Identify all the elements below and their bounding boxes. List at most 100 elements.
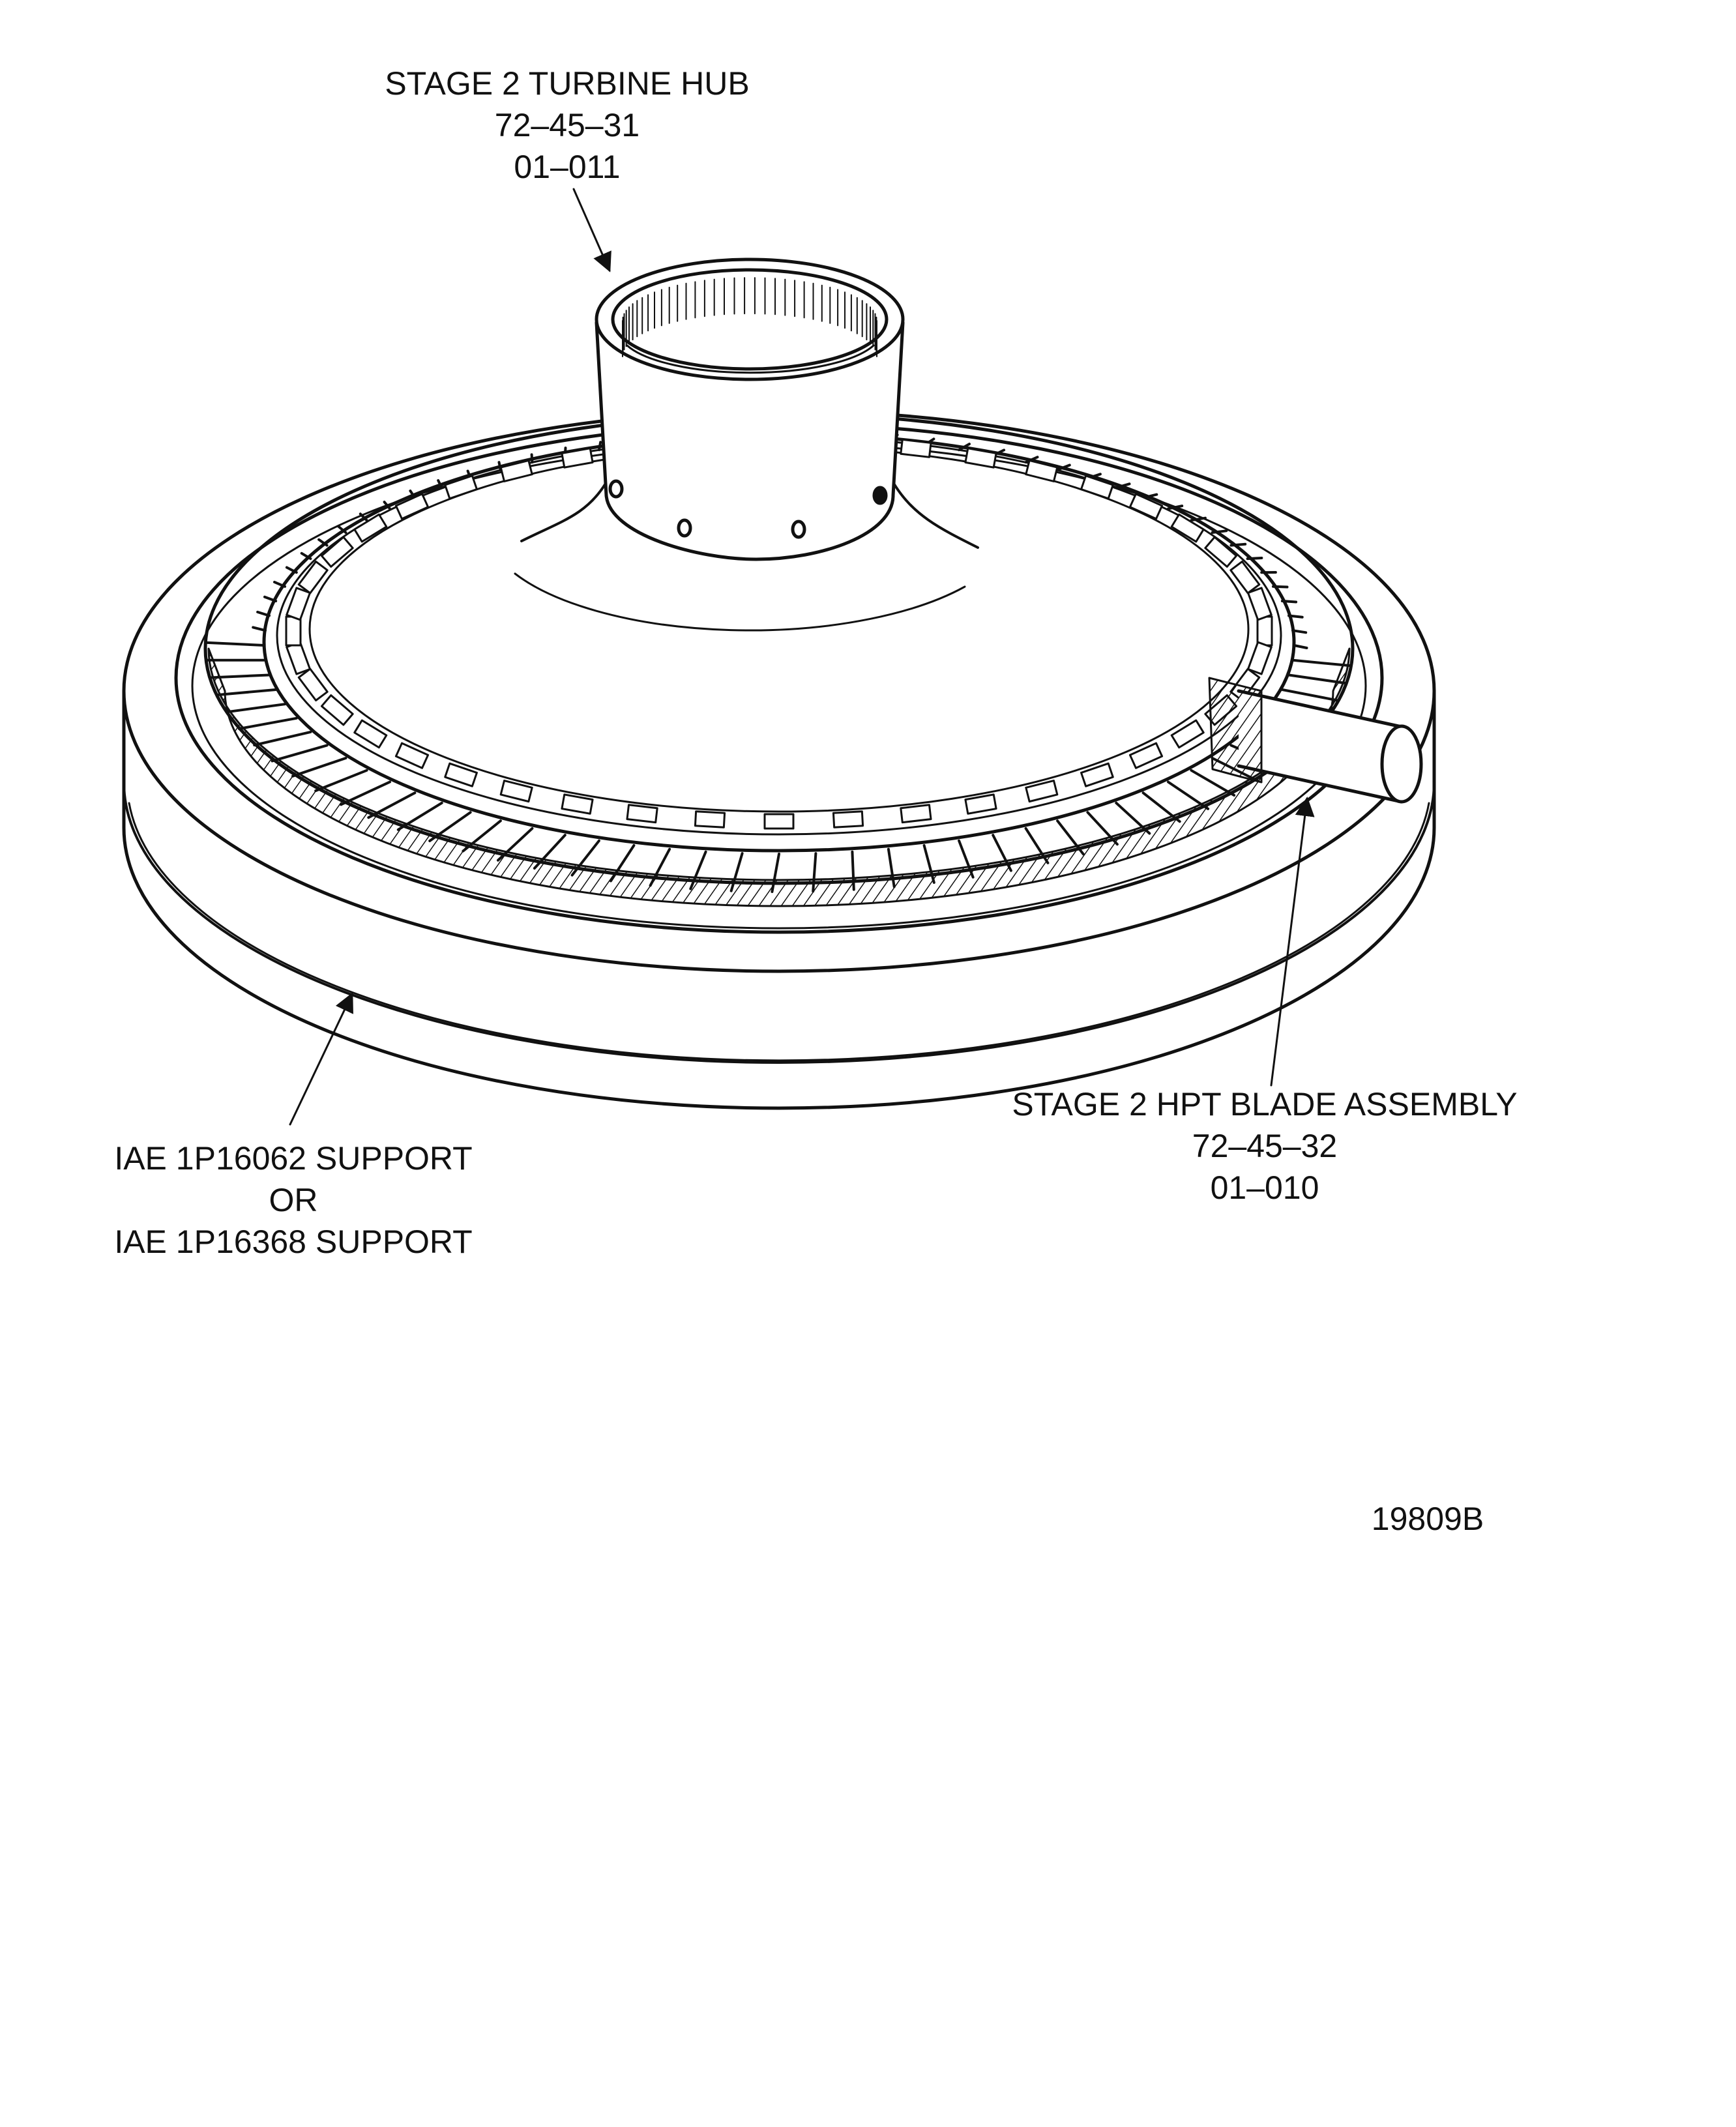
blade-tooth (1056, 819, 1085, 856)
blade-tooth (396, 801, 443, 831)
dovetail-lug (444, 762, 478, 787)
dovetail-lug (285, 615, 302, 647)
dovetail-lug (1256, 615, 1273, 647)
blade-tooth (291, 757, 347, 778)
blade-tooth (300, 551, 312, 561)
dovetail-lug (320, 536, 354, 568)
blade-tooth (610, 844, 636, 883)
blade-tooth (812, 852, 817, 893)
blade-assembly-ref2: 01–010 (1210, 1169, 1319, 1206)
support-line-2: OR (269, 1182, 318, 1218)
blade-tooth (252, 626, 267, 632)
blade-tooth (367, 791, 417, 819)
blade-tooth (1291, 658, 1352, 667)
dovetail-lug (1080, 762, 1114, 787)
blade-tooth (285, 566, 298, 574)
dovetail-lug (694, 810, 726, 829)
dovetail-lug (763, 813, 795, 830)
blade-tooth (383, 501, 391, 510)
blade-tooth (570, 839, 600, 877)
blade-tooth (1167, 780, 1210, 810)
dovetail-lug (1025, 780, 1059, 803)
blade-tooth (771, 853, 780, 893)
blade-tooth (1141, 791, 1181, 823)
dovetail-lug (297, 560, 329, 594)
blade-tooth (1287, 673, 1347, 685)
blade-tooth (462, 819, 502, 853)
blade-tooth (1115, 801, 1151, 835)
support-line-3: IAE 1P16368 SUPPORT (114, 1224, 473, 1260)
blade-assembly-callout: STAGE 2 HPT BLADE ASSEMBLY 72–45–32 01–0… (939, 1083, 1591, 1209)
dovetail-lug (1247, 641, 1273, 675)
blade-tooth (340, 780, 391, 806)
blade-tooth (530, 453, 534, 464)
dovetail-lug (499, 459, 533, 482)
blade-tooth (1115, 482, 1131, 490)
blade-assembly-title: STAGE 2 HPT BLADE ASSEMBLY (1012, 1086, 1518, 1122)
figure-id: 19809B (1371, 1501, 1484, 1537)
dovetail-lug (444, 475, 478, 500)
blade-tooth (1190, 769, 1236, 797)
dovetail-lug (320, 694, 354, 726)
blade-tooth (1167, 505, 1184, 510)
blade-tooth (1211, 529, 1228, 534)
blade-tooth (1280, 600, 1298, 604)
dovetail-lug (900, 438, 932, 458)
blade-tooth (1190, 516, 1207, 522)
blade-tooth (1287, 614, 1304, 619)
dovetail-lug (1170, 513, 1205, 543)
blade-tooth (215, 688, 278, 697)
blade-tooth (428, 811, 472, 842)
blade-tooth (359, 512, 368, 522)
blade-tooth (256, 610, 271, 617)
support-leader-arrow (289, 992, 353, 1126)
turbine-hub-title: STAGE 2 TURBINE HUB (385, 65, 750, 102)
dovetail-lug (561, 793, 594, 815)
blade-tooth (649, 847, 671, 887)
blade-tooth (497, 827, 534, 862)
turbine-hub-ref1: 72–45–31 (494, 107, 640, 143)
blade-tooth (225, 703, 286, 714)
dovetail-lug (964, 447, 997, 469)
hub-leader-arrow (572, 188, 611, 272)
dovetail-lug (832, 810, 864, 829)
handle-fixture (1208, 677, 1423, 804)
blade-tooth (1246, 557, 1263, 561)
blade-tooth (263, 595, 278, 602)
blade-tooth (314, 769, 368, 793)
blade-tooth (1229, 542, 1247, 547)
blade-tooth (851, 850, 855, 891)
dovetail-lug (353, 513, 388, 543)
dovetail-lug (561, 447, 594, 469)
blade-tooth (437, 479, 443, 490)
blade-tooth (209, 673, 271, 679)
turbine-hub-callout: STAGE 2 TURBINE HUB 72–45–31 01–011 (313, 63, 821, 188)
dovetail-lug (297, 667, 329, 702)
dovetail-lug (1128, 742, 1164, 769)
dovetail-lug (1170, 719, 1205, 749)
blade-tooth (729, 852, 744, 892)
blade-tooth (1293, 644, 1308, 649)
dovetail-lug (394, 493, 430, 520)
dovetail-lug (286, 587, 311, 621)
blade-tooth (922, 844, 935, 884)
dovetail-lugs (285, 432, 1273, 830)
blade-tooth (958, 839, 975, 879)
blade-tooth (597, 441, 602, 452)
blade-tooth (1024, 456, 1039, 464)
dovetail-lug (1025, 459, 1059, 482)
blade-assembly-ref1: 72–45–32 (1192, 1128, 1338, 1164)
dovetail-lug (286, 641, 311, 675)
dovetail-lug (1204, 536, 1238, 568)
blade-tooth (533, 834, 566, 870)
leader-lines (289, 188, 1315, 1126)
blade-tooth (337, 525, 347, 534)
dovetail-lug (1247, 587, 1273, 621)
blade-tooth (237, 716, 298, 730)
blade-tooth (887, 847, 896, 888)
blade-tooth (992, 834, 1012, 872)
blade-tooth (689, 850, 707, 890)
blade-tooth (253, 730, 312, 747)
dovetail-lug (499, 780, 533, 803)
